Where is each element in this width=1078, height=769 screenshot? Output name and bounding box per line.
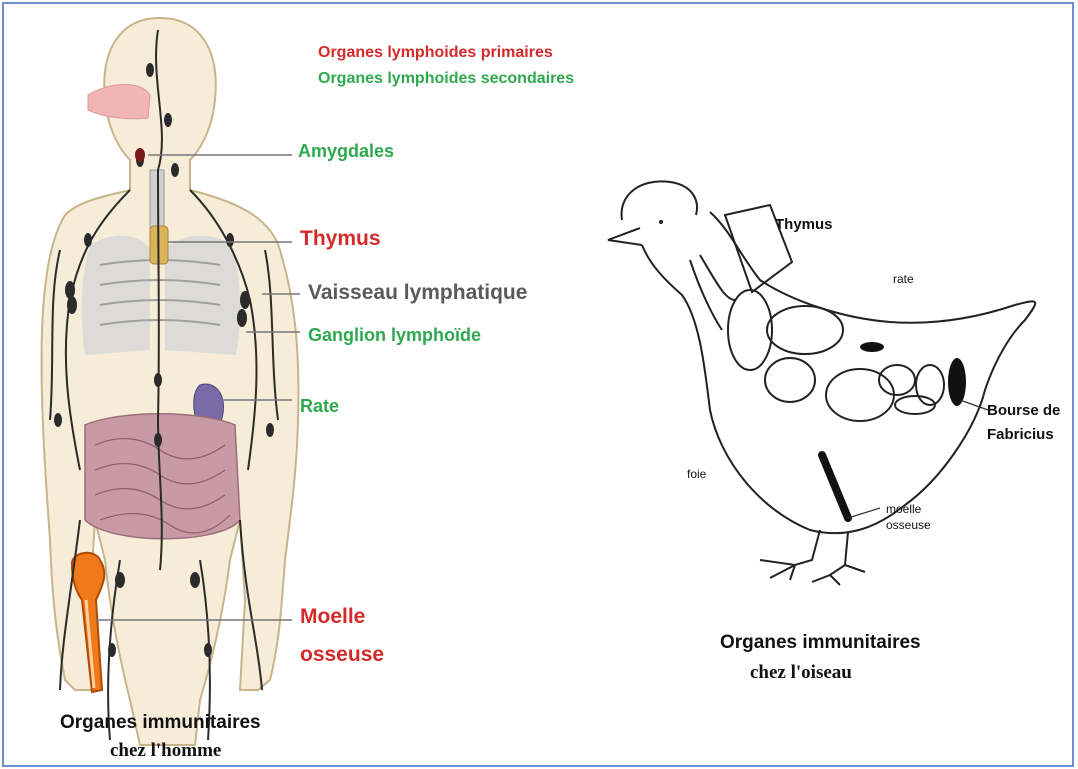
caption-human-line1: Organes immunitaires [60, 712, 261, 734]
bird-spleen [860, 342, 884, 352]
label-ganglion-lymphoide: Ganglion lymphoïde [308, 325, 481, 346]
label-vaisseau-lymphatique: Vaisseau lymphatique [308, 281, 527, 305]
caption-human-line2: chez l'homme [110, 740, 221, 762]
bird-bursa [948, 358, 966, 406]
label-bourse-line2: Fabricius [987, 426, 1054, 443]
label-thymus-human: Thymus [300, 227, 381, 251]
legend-primary: Organes lymphoides primaires [318, 44, 553, 62]
label-moelle-line2: osseuse [300, 643, 384, 667]
label-moelle-bird-line2: osseuse [886, 518, 931, 532]
caption-bird-line2: chez l'oiseau [750, 662, 852, 684]
label-rate-human: Rate [300, 396, 339, 417]
label-rate-bird: rate [893, 272, 914, 286]
label-moelle-line1: Moelle [300, 605, 365, 629]
caption-bird-line1: Organes immunitaires [720, 632, 921, 654]
label-moelle-bird-line1: moelle [886, 502, 921, 516]
legend-secondary: Organes lymphoides secondaires [318, 70, 574, 88]
label-thymus-bird: Thymus [775, 216, 833, 233]
label-bourse-line1: Bourse de [987, 402, 1060, 419]
label-amygdales: Amygdales [298, 141, 394, 162]
label-foie: foie [687, 467, 706, 481]
